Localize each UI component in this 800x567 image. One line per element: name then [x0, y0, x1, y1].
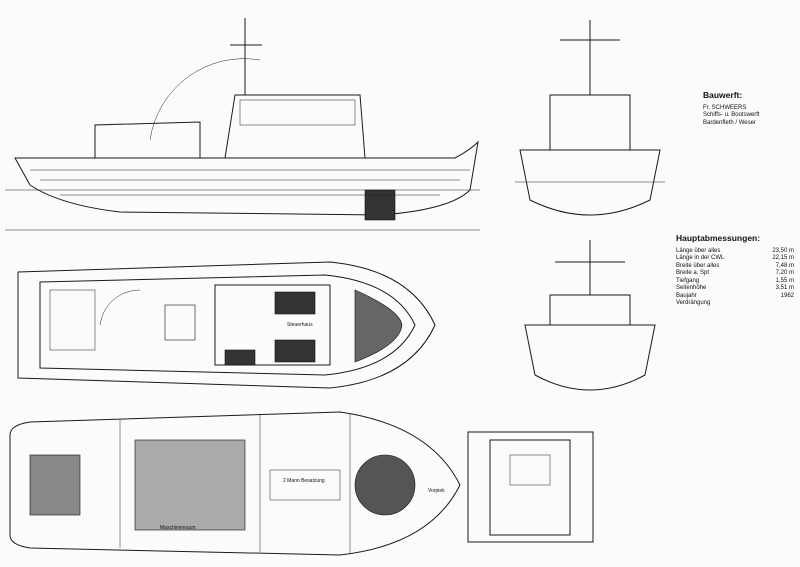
- builder-title: Bauwerft:: [703, 90, 743, 100]
- dimension-row: Breite a. Spt 7,20 m: [676, 270, 794, 278]
- wheelhouse-label: Steuerhaus: [287, 322, 313, 328]
- deck-plan: [17, 261, 436, 389]
- lower-deck-plan: [9, 411, 461, 556]
- dimension-label: Länge in der CWL: [676, 255, 725, 261]
- dimension-label: Baujahr: [676, 292, 697, 299]
- hatch-detail: [467, 431, 594, 543]
- dimension-label: Länge über alles: [676, 247, 721, 254]
- builder-info: Bauwerft: Fr. SCHWEERS Schiffs- u. Boots…: [703, 90, 760, 127]
- engine-room-label: Maschinenraum: [160, 525, 196, 531]
- dimension-value: 7,48 m: [775, 262, 794, 269]
- dimension-value: 22,15 m: [772, 255, 794, 261]
- dimension-value: 7,20 m: [775, 270, 794, 276]
- dimension-row: Breite über alles 7,48 m: [676, 263, 794, 271]
- dimension-label: Breite über alles: [676, 262, 720, 269]
- dimension-value: 1,55 m: [775, 277, 794, 284]
- dimension-label: Seitenhöhe: [676, 285, 707, 291]
- dimension-label: Tiefgang: [676, 277, 700, 284]
- dimension-row: Verdrängung: [676, 300, 794, 308]
- dimensions-title: Hauptabmessungen:: [676, 233, 761, 243]
- dimension-value: 3,51 m: [775, 285, 794, 291]
- dimension-label: Verdrängung: [676, 300, 711, 306]
- dimension-row: Tiefgang 1,55 m: [676, 278, 794, 286]
- forepeak-label: Vorpiek: [428, 488, 445, 494]
- dimension-row: Baujahr 1962: [676, 293, 794, 301]
- dimension-row: Länge über alles 23,50 m: [676, 248, 794, 256]
- dimension-value: 1962: [780, 292, 794, 299]
- builder-line: Bardenfleth / Weser: [703, 119, 756, 126]
- side-elevation: [5, 18, 480, 231]
- builder-line: Fr. SCHWEERS: [703, 104, 747, 111]
- dimension-label: Breite a. Spt: [676, 270, 710, 276]
- dimension-row: Länge in der CWL 22,15 m: [676, 255, 794, 263]
- builder-line: Schiffs- u. Bootswerft: [703, 112, 760, 118]
- front-view-upper: [515, 20, 665, 216]
- dimension-row: Seitenhöhe 3,51 m: [676, 285, 794, 293]
- front-view-lower: [524, 240, 656, 391]
- dimension-value: 23,50 m: [772, 247, 794, 254]
- crew-label: 2 Mann Besatzung: [283, 478, 325, 484]
- dimensions-table: Hauptabmessungen: Länge über alles 23,50 …: [676, 233, 794, 308]
